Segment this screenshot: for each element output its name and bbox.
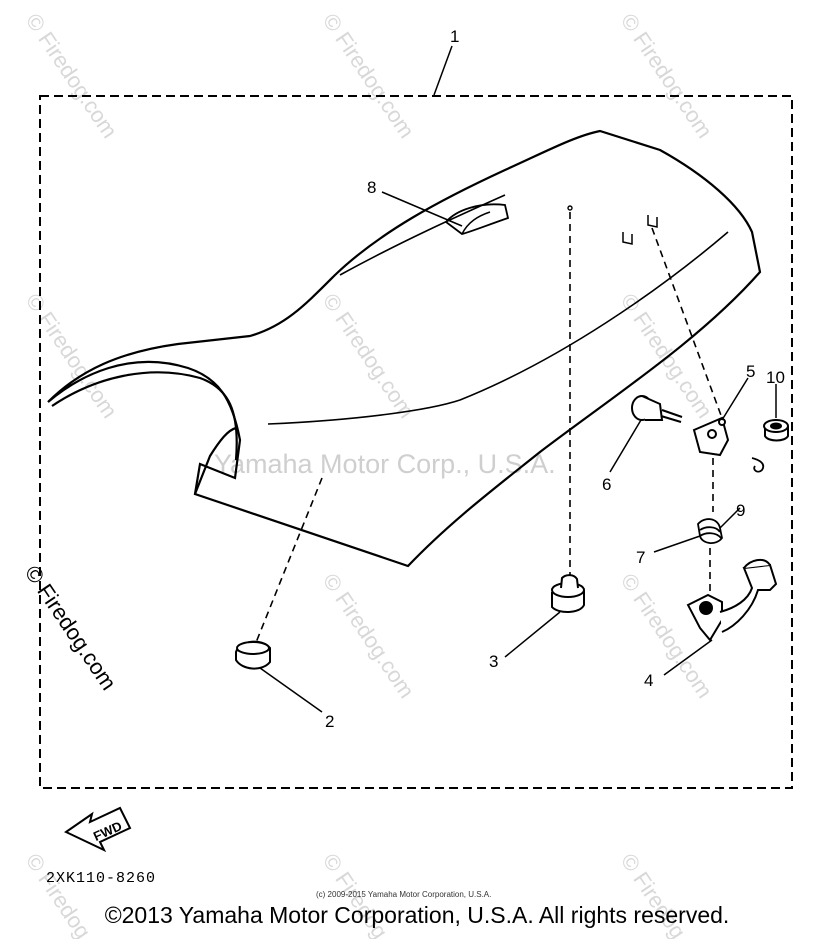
- callout-1: 1: [450, 27, 459, 46]
- callout-2: 2: [325, 712, 334, 731]
- watermark-firedog: © Firedog.com: [318, 569, 420, 703]
- small-copyright: (c) 2009-2015 Yamaha Motor Corporation, …: [316, 890, 491, 899]
- seat-drawing: [47, 129, 762, 568]
- callout-8: 8: [367, 178, 376, 197]
- watermark-firedog: © Firedog.com: [616, 9, 718, 143]
- callout-9: 9: [736, 501, 745, 520]
- bolt-part-6: [631, 395, 683, 423]
- clip-part-9: [751, 457, 765, 473]
- lock-lever-part-4: [686, 558, 778, 642]
- watermark-firedog: © Firedog.com: [21, 289, 123, 423]
- callout-6: 6: [602, 475, 611, 494]
- assembly-lines: [254, 212, 723, 646]
- grommet-part-10: [763, 419, 789, 442]
- callout-7: 7: [636, 548, 645, 567]
- seat-band: [444, 203, 510, 235]
- damper-part-2: [235, 640, 271, 670]
- forward-direction-arrow: FWD: [64, 806, 132, 853]
- leader-lines: [259, 45, 777, 713]
- watermark-firedog: © Firedog.com: [20, 561, 122, 695]
- watermark-layer: © Firedog.com © Firedog.com © Firedog.co…: [21, 9, 718, 939]
- footer-copyright: ©2013 Yamaha Motor Corporation, U.S.A. A…: [104, 902, 730, 928]
- seat-recess-inner: [51, 371, 238, 461]
- callout-4: 4: [644, 671, 653, 690]
- watermark-firedog: © Firedog.com: [318, 9, 420, 143]
- callout-numbers: 1 8 5 10 6 9 7 4 3 2: [325, 27, 785, 731]
- watermark-firedog: © Firedog.com: [318, 289, 420, 423]
- watermark-firedog: © Firedog.com: [21, 9, 123, 143]
- assembly-boundary: [39, 95, 793, 789]
- callout-3: 3: [489, 652, 498, 671]
- watermark-firedog: © Firedog.com: [616, 569, 718, 703]
- seat-crease-line: [267, 231, 729, 425]
- spring-part-7: [697, 518, 723, 544]
- watermark-yamaha: Yamaha Motor Corp., U.S.A.: [214, 449, 556, 479]
- damper-part-3: [551, 574, 585, 613]
- callout-5: 5: [746, 362, 755, 381]
- seat-side-edge: [193, 426, 237, 495]
- callout-10: 10: [766, 368, 785, 387]
- seat-top-ridge: [339, 194, 506, 276]
- part-code: 2XK110-8260: [46, 870, 156, 887]
- watermark-firedog: © Firedog.com: [616, 289, 718, 423]
- bracket-part-5: [692, 416, 730, 457]
